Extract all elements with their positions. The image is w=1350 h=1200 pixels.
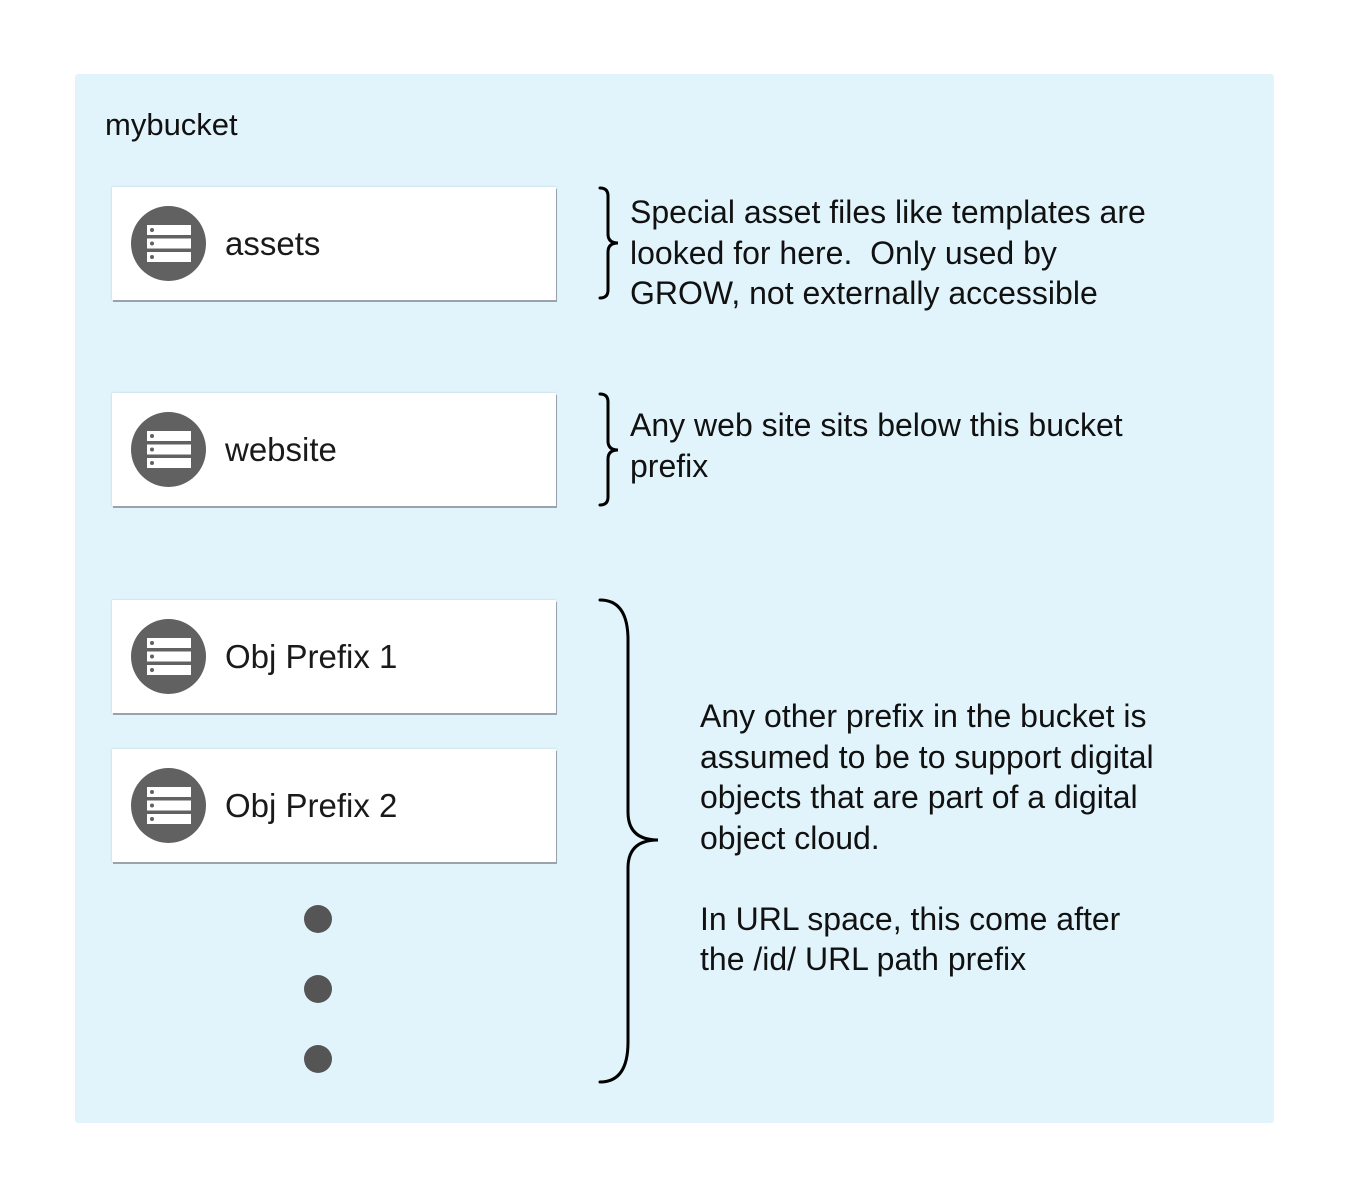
note-line: assumed to be to support digital xyxy=(700,738,1154,775)
storage-icon xyxy=(131,768,206,843)
prefix-label: assets xyxy=(225,225,321,262)
ellipsis-dot xyxy=(304,1045,332,1073)
note-objects: Any other prefix in the bucket is assume… xyxy=(700,696,1154,980)
note-assets: Special asset files like templates are l… xyxy=(630,192,1146,314)
note-line: looked for here. Only used by xyxy=(630,234,1057,271)
prefix-label: Obj Prefix 2 xyxy=(225,787,398,824)
note-line: GROW, not externally accessible xyxy=(630,275,1098,311)
note-line: In URL space, this come after xyxy=(700,900,1121,937)
note-line: prefix xyxy=(630,447,709,484)
prefix-card-obj-prefix-2: Obj Prefix 2 xyxy=(112,749,556,862)
storage-icon xyxy=(131,412,206,487)
note-line: Any other prefix in the bucket is xyxy=(700,698,1147,734)
ellipsis-dot xyxy=(304,975,332,1003)
note-website: Any web site sits below this bucket pref… xyxy=(630,405,1123,486)
note-line: objects that are part of a digital xyxy=(700,779,1138,815)
note-spacer xyxy=(700,858,1154,899)
ellipsis-dot xyxy=(304,905,332,933)
storage-icon xyxy=(131,619,206,694)
note-line: the /id/ URL path prefix xyxy=(700,941,1027,977)
note-line: object cloud. xyxy=(700,819,880,856)
prefix-label: Obj Prefix 1 xyxy=(225,638,398,675)
note-line: Any web site sits below this bucket xyxy=(630,407,1123,443)
prefix-card-obj-prefix-1: Obj Prefix 1 xyxy=(112,600,556,713)
prefix-label: website xyxy=(225,431,337,468)
bucket-name: mybucket xyxy=(105,107,238,142)
prefix-card-assets: assets xyxy=(112,187,556,300)
prefix-card-website: website xyxy=(112,393,556,506)
storage-icon xyxy=(131,206,206,281)
note-line: Special asset files like templates are xyxy=(630,194,1146,230)
